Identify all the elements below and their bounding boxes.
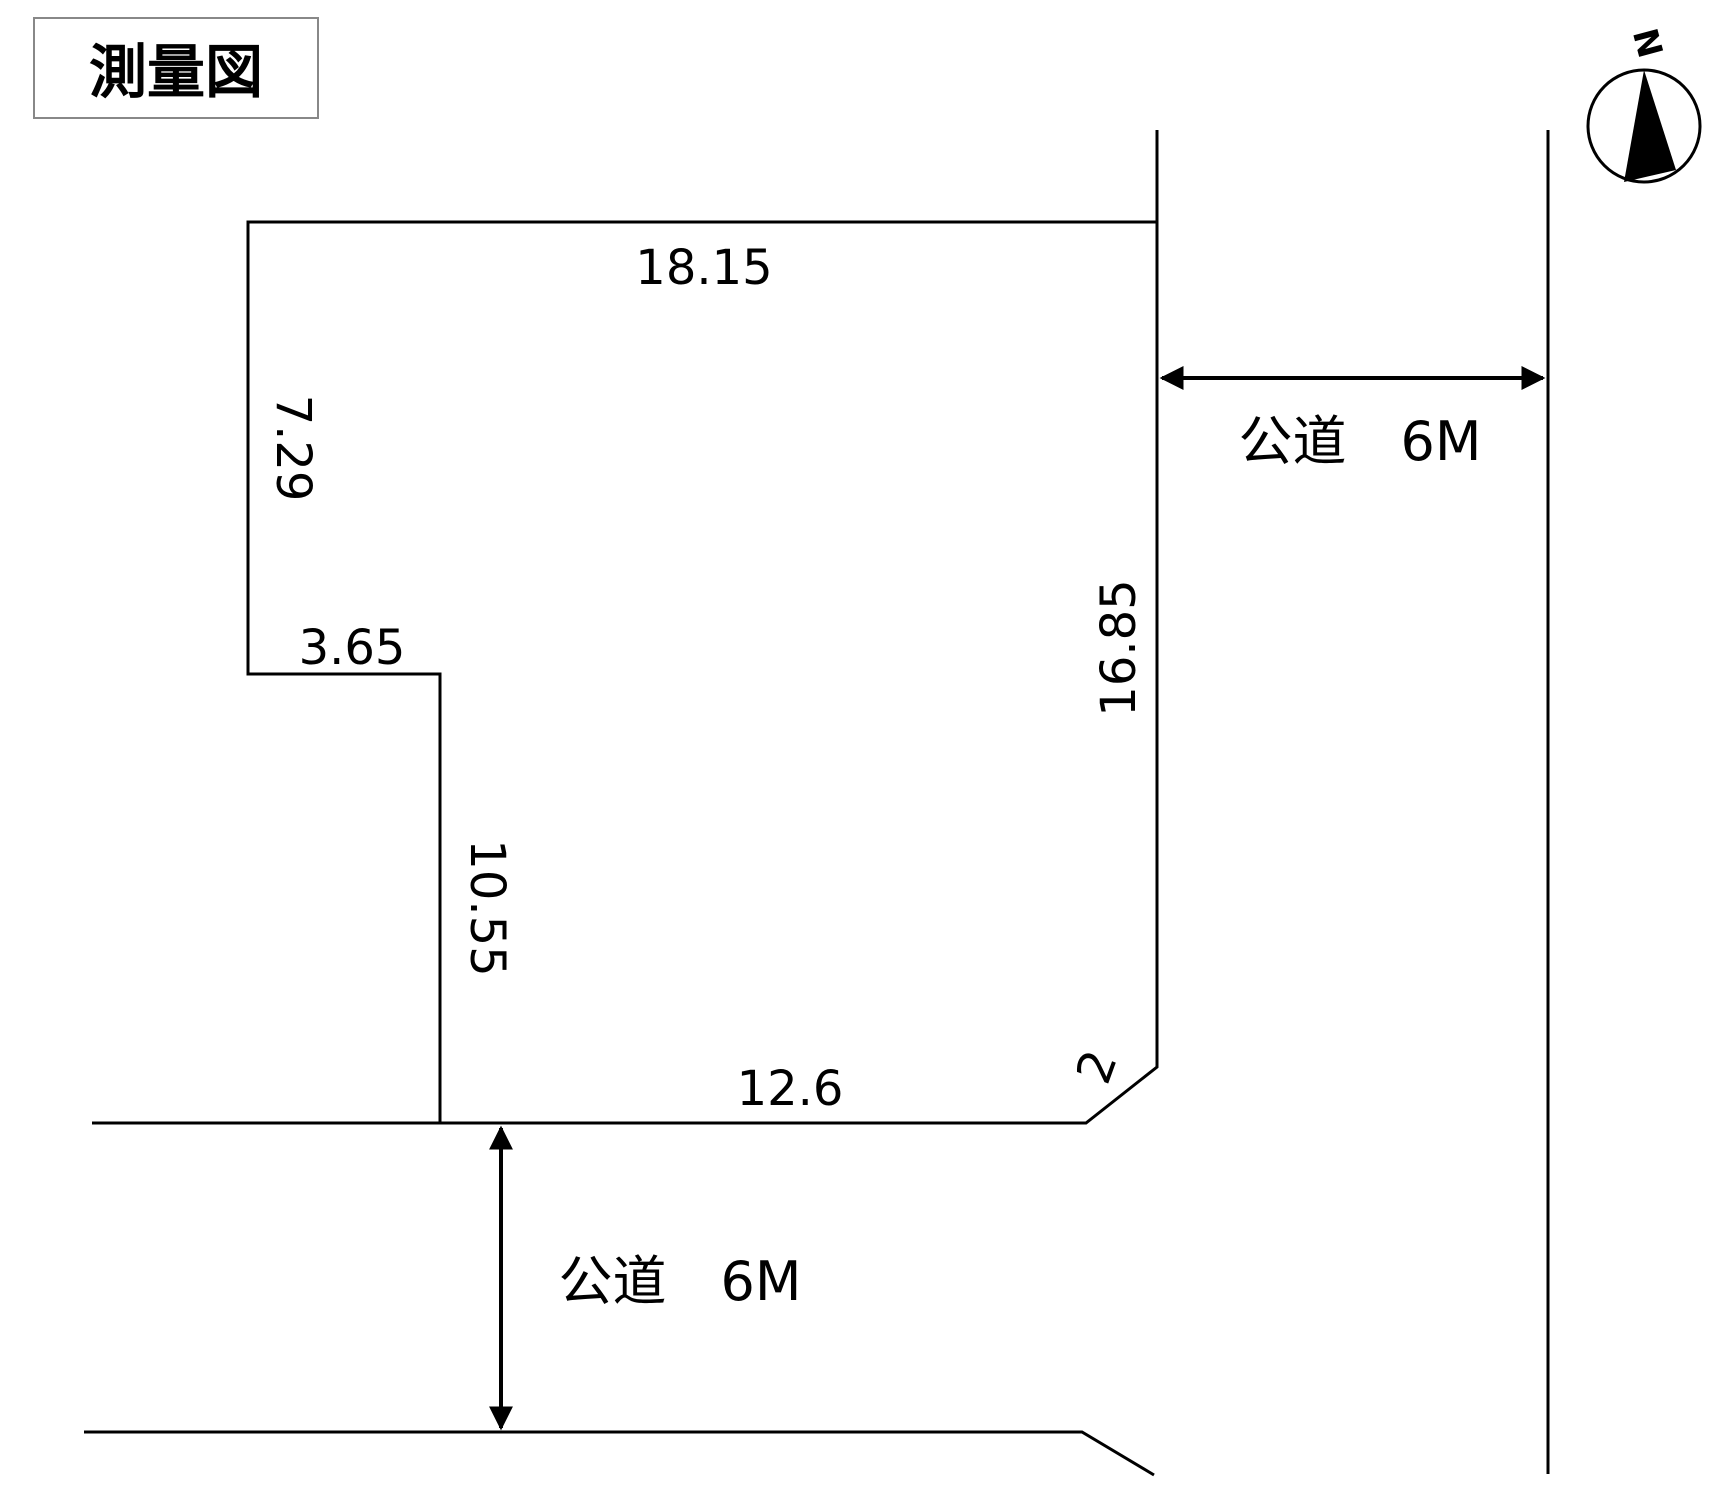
south-road-line-outer [84, 1430, 1155, 1477]
dim-right: 16.85 [1091, 579, 1147, 716]
dim-left-upper: 7.29 [265, 395, 321, 502]
north-arrow-icon: N [1586, 24, 1702, 184]
dim-notch-step: 3.65 [299, 620, 406, 676]
dim-corner-cut: 2 [1066, 1043, 1129, 1091]
dim-left-lower: 10.55 [459, 839, 515, 976]
dim-top: 18.15 [635, 240, 772, 296]
north-label: N [1624, 24, 1670, 62]
title-box: 測量図 [33, 17, 319, 119]
south-road-label: 公道 6M [559, 1250, 802, 1313]
page-title: 測量図 [89, 38, 263, 106]
dim-bottom: 12.6 [737, 1061, 844, 1117]
east-road-label: 公道 6M [1239, 410, 1482, 473]
lot-boundary [246, 220, 1159, 1125]
